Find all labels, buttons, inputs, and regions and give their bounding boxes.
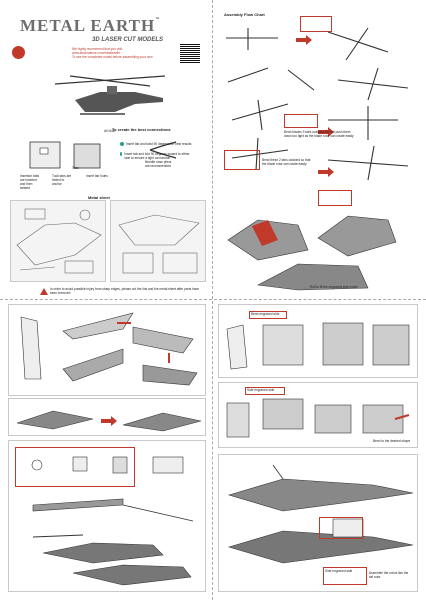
step-panel-5: Side engraved side Bend to the desired s…	[218, 382, 418, 448]
flow-note-3: Roll to fit the engraved side inside	[310, 285, 358, 289]
model-name: AH-64D	[104, 129, 116, 133]
step-panel-2	[8, 398, 206, 436]
step-6-drawing	[227, 464, 414, 564]
helicopter-model-image	[54, 75, 166, 115]
step-5-drawing	[226, 398, 410, 438]
step-6-label: Side engraved side	[325, 569, 353, 573]
step-4-label: Bend engraved side	[251, 312, 280, 316]
tip-2: Insert tab and fold 90 degrees toward to…	[120, 152, 190, 160]
metal-sheet-right	[110, 200, 206, 282]
metal-sheet-left	[10, 200, 106, 282]
step-5-label: Side engraved side	[247, 388, 275, 392]
sheet-parts-right	[118, 214, 200, 274]
step-panel-3	[8, 440, 206, 592]
metal-sheet-warning: In order to avoid possible injury from s…	[50, 287, 200, 295]
tools-label-insertion: Insertion tabs are inserted and then twi…	[20, 174, 40, 190]
step-panel-6: Assemble the rotors like the tail rotor …	[218, 454, 418, 592]
check-icon	[120, 142, 124, 146]
intro-text: We highly recommend that you visit www.f…	[72, 47, 182, 59]
sheet-parts-left	[16, 208, 102, 274]
step-panel-1	[8, 304, 206, 396]
step-4-drawing	[226, 322, 410, 370]
pliers-icon	[149, 141, 177, 159]
flow-note-2: Bend these 2 tabs outward so that the bl…	[262, 158, 311, 166]
flow-detail-box-4	[318, 190, 352, 206]
brand-logo	[12, 46, 25, 59]
step-3-detail-box	[15, 447, 135, 487]
step-1-drawing	[20, 312, 198, 386]
tools-label-holes: Insert tab holes	[86, 174, 108, 178]
center-fold-line	[212, 0, 213, 600]
trademark-symbol: ™	[155, 16, 160, 21]
connections-heading: To create the best connections	[112, 127, 171, 132]
insertion-tab-diagram	[29, 141, 61, 169]
flow-detail-box-2	[284, 114, 318, 128]
brand-title: METAL EARTH	[20, 16, 156, 35]
step-2-drawing	[16, 410, 202, 432]
step-5-note: Bend to the desired shape	[373, 439, 411, 443]
assembly-flow-title: Assembly Flow Chart	[224, 12, 265, 17]
flow-detail-box-3	[224, 150, 260, 170]
intro-line-3: To see the completed model before assemb…	[72, 55, 153, 59]
intro-line-2: www.fascinations.com/metalearth/	[72, 51, 121, 55]
step-3-drawing	[31, 456, 194, 586]
metal-sheet-title: Metal sheet	[88, 195, 110, 200]
step-6-detail-box-2	[323, 567, 367, 585]
warning-icon	[40, 288, 48, 295]
step-5-label-box	[245, 387, 285, 395]
step-6-note: Assemble the rotors like the tail rotor	[369, 571, 409, 579]
step-4-label-box	[249, 311, 287, 319]
tool-note: Needle nose pliers are recommended	[145, 160, 172, 168]
horizontal-fold-line	[0, 299, 426, 300]
qr-code[interactable]	[180, 43, 200, 63]
assembly-flow-chart	[226, 27, 409, 291]
check-icon	[120, 152, 123, 156]
brand-header: METAL EARTH™	[20, 16, 159, 36]
tools-label-tabs: Tabs	[72, 166, 79, 170]
intro-line-1: We highly recommend that you visit	[72, 47, 123, 51]
tools-label-tuck: Tuck tabs are folded to anchor	[52, 174, 72, 186]
step-6-detail-box	[319, 517, 363, 539]
flow-detail-box-1	[300, 16, 332, 32]
tip-1: Insert tab and twist 90 degrees for best…	[120, 142, 200, 146]
flow-note-1: Bend blades 3 tabs outward. Do not push …	[284, 130, 354, 138]
brand-subtitle: 3D LASER CUT MODELS	[92, 37, 164, 43]
step-panel-4: Bend engraved side	[218, 304, 418, 378]
tuck-tab-diagram	[73, 143, 101, 169]
